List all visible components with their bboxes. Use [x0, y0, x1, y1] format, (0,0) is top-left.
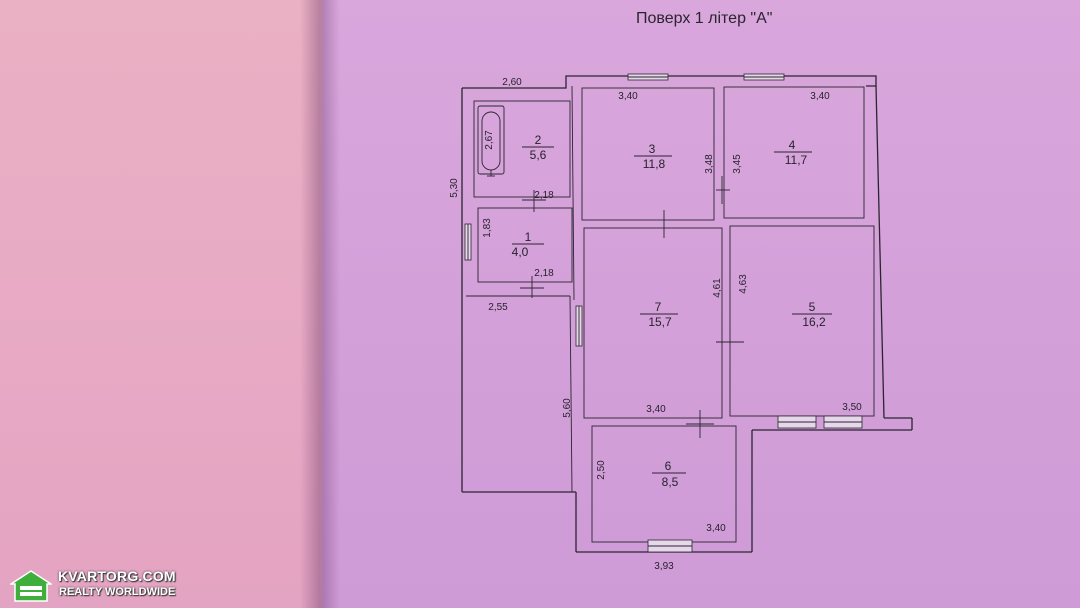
right-page [322, 0, 1080, 608]
dim-room1-top-width: 2,18 [534, 190, 554, 201]
book-gutter [300, 0, 340, 608]
room-1-area: 4,0 [512, 245, 529, 259]
dim-hall-height: 5,60 [562, 398, 573, 418]
door-markers [520, 176, 744, 438]
dim-left-height: 5,30 [449, 178, 460, 198]
room-6-number: 6 [665, 459, 672, 473]
room-4-number: 4 [789, 138, 796, 152]
room-outlines [466, 85, 875, 543]
left-page [0, 0, 322, 608]
dim-top-left-width: 2,60 [502, 77, 522, 88]
room-3-outline [581, 87, 715, 221]
house-icon [10, 570, 52, 602]
dim-room3-height: 3,48 [704, 154, 715, 174]
outer-walls [461, 75, 913, 553]
dim-room3-width: 3,40 [618, 91, 638, 102]
room-2-number: 2 [535, 133, 542, 147]
dim-room4-height: 3,45 [732, 154, 743, 174]
windows [464, 73, 863, 553]
dim-room4-width: 3,40 [810, 91, 830, 102]
room-7-number: 7 [655, 300, 662, 314]
room-labels: 1 4,0 2 5,6 3 11,8 4 11,7 5 16,2 6 8,5 7… [512, 133, 832, 489]
dim-room6-width: 3,40 [706, 523, 726, 534]
dim-room6-height: 2,50 [596, 460, 607, 480]
room-7-outline [583, 227, 723, 419]
room-3-number: 3 [649, 142, 656, 156]
room-2-area: 5,6 [530, 148, 547, 162]
room-4-area: 11,7 [785, 153, 808, 167]
watermark: KVARTORG.COM REALTY WORLDWIDE [8, 566, 186, 604]
dim-room1-bottom-width: 2,18 [534, 268, 554, 279]
dim-hall-width: 2,55 [488, 302, 508, 313]
dim-bottom-width: 3,93 [654, 561, 674, 572]
dim-bath-height: 2,67 [484, 130, 495, 150]
room-6-area: 8,5 [662, 475, 679, 489]
room-1-number: 1 [525, 230, 532, 244]
dimension-labels: 2,60 3,40 3,40 3,48 3,45 5,30 2,67 2,18 … [449, 77, 862, 572]
floor-title: Поверх 1 літер "А" [636, 10, 773, 27]
dim-room7-height: 4,61 [712, 278, 723, 298]
room-2-outline [473, 100, 571, 198]
watermark-tagline: REALTY WORLDWIDE [59, 586, 176, 598]
watermark-brand: KVARTORG.COM [58, 568, 176, 584]
room-1-outline [477, 207, 573, 283]
room-4-outline [723, 86, 865, 219]
room-7-area: 15,7 [648, 315, 672, 329]
room-5-number: 5 [809, 300, 816, 314]
dim-room5-width: 3,50 [842, 402, 862, 413]
room-5-area: 16,2 [802, 315, 826, 329]
dim-room7-width: 3,40 [646, 404, 666, 415]
room-3-area: 11,8 [643, 157, 666, 171]
dim-room5-height: 4,63 [738, 274, 749, 294]
bathtub-icon [477, 105, 505, 177]
dim-room1-height: 1,83 [482, 218, 493, 238]
